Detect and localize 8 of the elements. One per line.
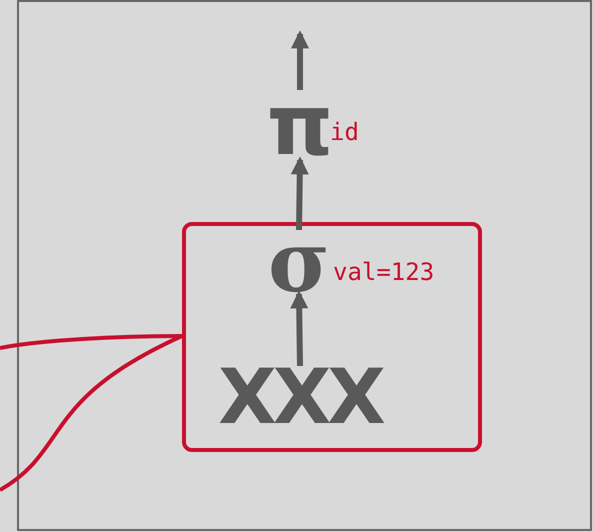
selection-symbol: σ bbox=[268, 220, 330, 304]
operator-group-box bbox=[182, 222, 482, 452]
subscript-label: val=123 bbox=[333, 260, 434, 284]
arrow bbox=[290, 290, 308, 366]
table-name: XXX bbox=[218, 359, 382, 435]
connector-curve bbox=[0, 334, 182, 350]
arrow bbox=[290, 156, 309, 230]
arrow bbox=[291, 30, 309, 90]
